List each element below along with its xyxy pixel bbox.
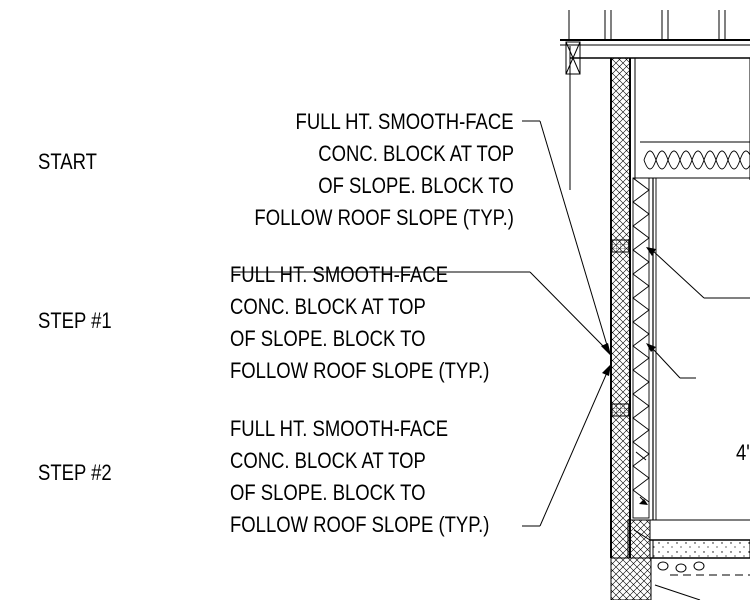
note-line: CONC. BLOCK AT TOP bbox=[230, 294, 426, 319]
step-label-step-2: STEP #2 bbox=[38, 460, 112, 485]
note-line: FULL HT. SMOOTH-FACE bbox=[230, 262, 449, 287]
arrowheads bbox=[601, 247, 656, 505]
note-line: FOLLOW ROOF SLOPE (TYP.) bbox=[230, 358, 490, 383]
note-line: CONC. BLOCK AT TOP bbox=[230, 448, 426, 473]
note-line: OF SLOPE. BLOCK TO bbox=[230, 480, 426, 505]
ceiling-insulation bbox=[640, 141, 750, 179]
step-label-step-1: STEP #1 bbox=[38, 308, 112, 333]
leader-lines bbox=[232, 120, 750, 600]
note-line: OF SLOPE. BLOCK TO bbox=[230, 326, 426, 351]
cut-off-dimension-label: 4' bbox=[736, 440, 750, 465]
note-line: FULL HT. SMOOTH-FACE bbox=[295, 109, 514, 134]
roof-framing bbox=[560, 10, 750, 190]
note-line: CONC. BLOCK AT TOP bbox=[318, 141, 514, 166]
step-label-start: START bbox=[38, 149, 97, 174]
note-line: FOLLOW ROOF SLOPE (TYP.) bbox=[254, 205, 514, 230]
note-line: OF SLOPE. BLOCK TO bbox=[318, 173, 514, 198]
floor-slab bbox=[610, 519, 750, 600]
note-line: FULL HT. SMOOTH-FACE bbox=[230, 416, 449, 441]
masonry-wall bbox=[610, 57, 631, 559]
note-line: FOLLOW ROOF SLOPE (TYP.) bbox=[230, 512, 490, 537]
